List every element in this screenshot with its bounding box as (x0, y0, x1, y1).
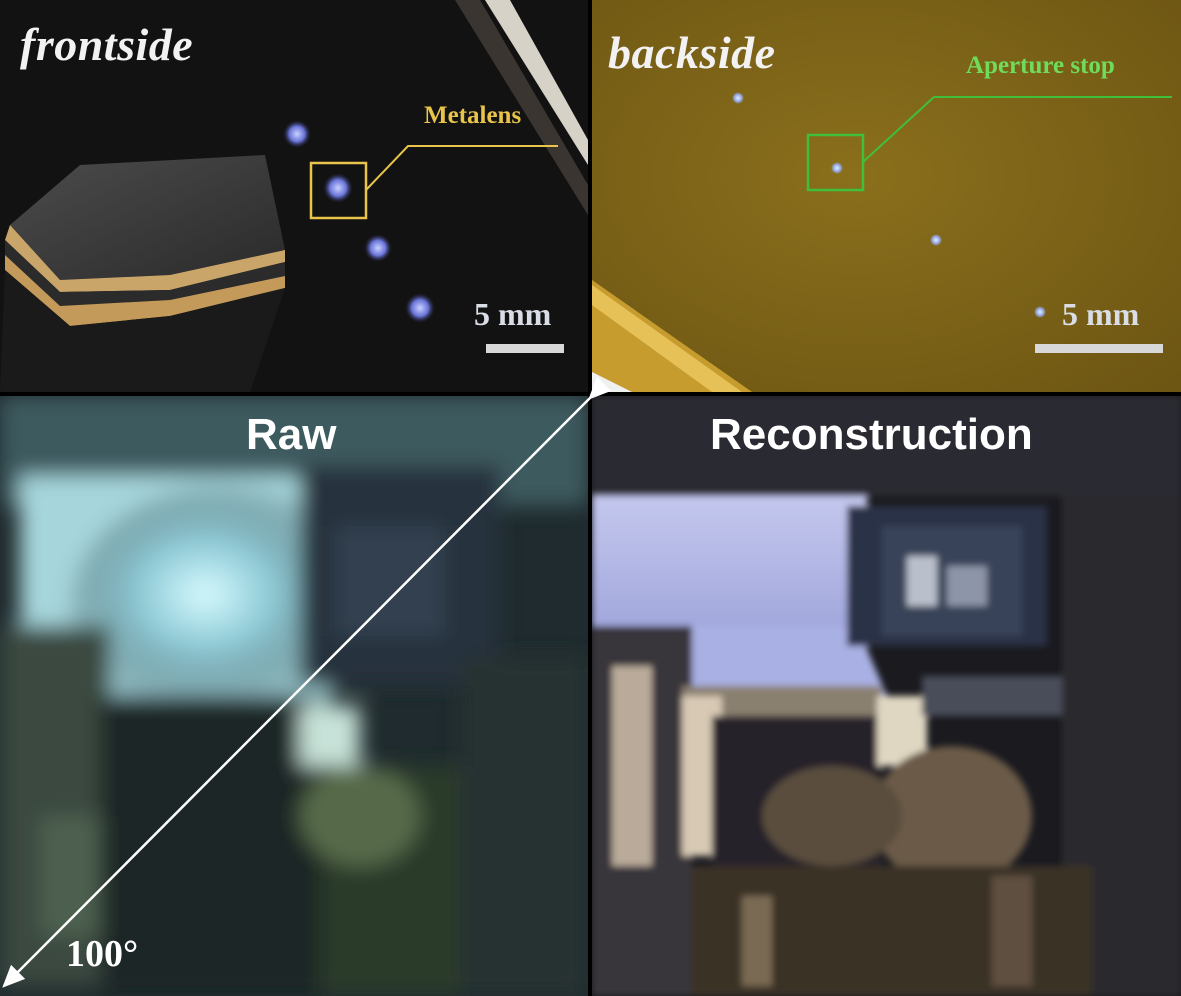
backside-panel: backside Aperture stop 5 mm (592, 0, 1181, 392)
backside-photo (592, 0, 1181, 392)
frontside-scale-label: 5 mm (474, 296, 552, 332)
raw-image-panel: Raw 100° (0, 396, 588, 996)
raw-blurred-photo (0, 396, 588, 996)
field-of-view-label: 100° (66, 933, 139, 975)
frontside-panel: frontside Metalens 5 mm (0, 0, 588, 392)
reconstruction-title: Reconstruction (710, 410, 1033, 459)
reconstruction-panel: Reconstruction (592, 396, 1181, 996)
frontside-title: frontside (20, 19, 194, 70)
backside-scale-label: 5 mm (1062, 296, 1140, 332)
frontside-photo (0, 0, 588, 392)
backside-scale-bar (1035, 344, 1163, 353)
metalens-label: Metalens (424, 102, 522, 129)
aperture-stop-label: Aperture stop (966, 52, 1115, 79)
frontside-scale-bar (486, 344, 564, 353)
raw-title: Raw (246, 410, 337, 459)
reconstructed-photo (592, 396, 1181, 996)
backside-title: backside (608, 27, 776, 78)
